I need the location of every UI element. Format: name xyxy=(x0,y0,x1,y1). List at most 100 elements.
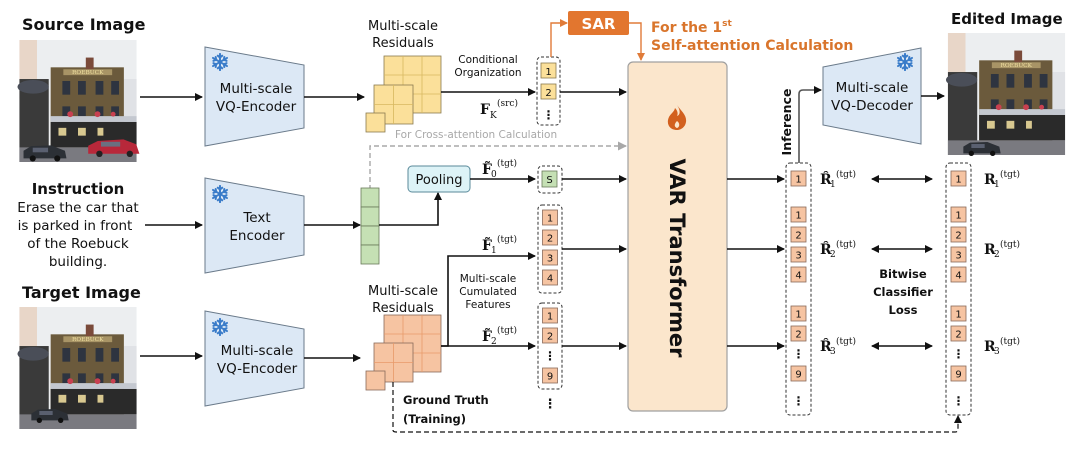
src-residuals-label: Residuals xyxy=(372,36,434,51)
token-ellipsis: ⋮ xyxy=(953,394,965,408)
feature-superscript: (tgt) xyxy=(497,325,517,336)
r-symbol: R xyxy=(984,242,996,258)
loss-line: Classifier xyxy=(873,285,933,299)
encoder-label: Multi-scale xyxy=(220,81,293,97)
token-label: 1 xyxy=(795,175,801,186)
token-label: 3 xyxy=(795,251,801,262)
arrow-sar-to-transformer xyxy=(629,22,645,61)
target-image xyxy=(17,307,137,429)
r-hat-symbol: R̂ xyxy=(820,170,832,188)
token-label: 3 xyxy=(955,251,961,262)
token-box xyxy=(542,327,558,344)
target-image-title: Target Image xyxy=(22,283,141,302)
tgt-residual-grids xyxy=(365,314,442,391)
token-label: 1 xyxy=(545,67,551,78)
fire-icon xyxy=(667,105,687,130)
source-vq-encoder: Multi-scale VQ-Encoder xyxy=(204,46,305,147)
token-box xyxy=(950,170,967,187)
token-label: 9 xyxy=(547,372,553,383)
token-label: 1 xyxy=(795,211,801,222)
feature-superscript: (src) xyxy=(497,98,518,109)
feature-symbol: F̃ xyxy=(482,236,492,254)
cross-attention-label: For Cross-attention Calculation xyxy=(395,129,557,141)
r-labels: R1(tgt)R2(tgt)R3(tgt) xyxy=(984,169,1020,357)
token-box xyxy=(950,226,967,243)
instruction-line: Erase the car that xyxy=(17,200,138,216)
feature-symbol: F̃ xyxy=(482,160,492,178)
token-label: 2 xyxy=(545,88,551,99)
loss-line: Bitwise xyxy=(879,267,927,281)
token-box xyxy=(950,266,967,283)
r-hat-superscript: (tgt) xyxy=(836,169,856,180)
ground-truth-label: Ground Truth xyxy=(403,393,489,407)
token-label: 4 xyxy=(795,271,801,282)
cross-attention-path xyxy=(369,141,627,198)
f1-tgt-label: F̃ 1 (tgt) xyxy=(482,234,517,256)
encoder-label: VQ-Encoder xyxy=(217,361,298,377)
token-box xyxy=(790,170,807,187)
cumulated-line: Features xyxy=(465,299,510,311)
token-label: 2 xyxy=(795,330,801,341)
src-residuals-label: Multi-scale xyxy=(368,19,438,34)
continuation-ellipsis: ⋮ xyxy=(544,397,557,412)
ground-truth-path xyxy=(392,382,962,433)
edited-image xyxy=(946,33,1066,156)
sar-note: For the 1st Self-attention Calculation xyxy=(651,19,853,54)
s-token-box xyxy=(541,170,558,188)
token-label: 2 xyxy=(955,231,961,242)
token-ellipsis: ⋮ xyxy=(543,108,555,122)
r-superscript: (tgt) xyxy=(1000,169,1020,180)
source-image-title: Source Image xyxy=(22,15,146,34)
loss-line: Loss xyxy=(889,303,918,317)
r-subscript: 2 xyxy=(994,250,1000,260)
r-superscript: (tgt) xyxy=(1000,239,1020,250)
conditional-organization-label: Conditional xyxy=(458,54,517,66)
token-box xyxy=(950,325,967,342)
r-hat-superscript: (tgt) xyxy=(836,239,856,250)
transformer-label: VAR Transformer xyxy=(665,159,689,359)
r-hat-labels: R̂1(tgt)R̂2(tgt)R̂3(tgt) xyxy=(820,169,856,357)
r-hat-subscript: 3 xyxy=(830,347,836,357)
token-box xyxy=(790,305,807,322)
token-box xyxy=(542,229,558,246)
r-hat-symbol: R̂ xyxy=(820,240,832,258)
inference-label: Inference xyxy=(779,89,794,156)
ground-truth-label: (Training) xyxy=(403,412,466,426)
tgt-residuals-label: Residuals xyxy=(372,301,434,316)
token-label: 2 xyxy=(547,234,553,245)
encoder-label: Multi-scale xyxy=(221,343,294,359)
token-ellipsis: ⋮ xyxy=(544,349,556,363)
token-label: 2 xyxy=(955,330,961,341)
inference-path xyxy=(798,86,822,163)
feature-subscript: K xyxy=(490,111,497,121)
cumulated-line: Cumulated xyxy=(459,286,516,298)
r-subscript: 3 xyxy=(994,347,1000,357)
sar-note-line2: Self-attention Calculation xyxy=(651,38,853,54)
encoder-label: VQ-Encoder xyxy=(216,99,297,115)
text-encoder: Text Encoder xyxy=(204,177,305,274)
token-box xyxy=(542,209,558,226)
decoder-label: VQ-Decoder xyxy=(831,98,913,114)
token-box xyxy=(542,307,558,324)
feature-superscript: (tgt) xyxy=(497,158,517,169)
token-box xyxy=(790,226,807,243)
src-residual-grids xyxy=(365,55,442,133)
sar-box xyxy=(568,11,629,35)
encoder-label: Encoder xyxy=(229,228,285,244)
token-box xyxy=(790,246,807,263)
vq-decoder: Multi-scale VQ-Decoder xyxy=(822,47,922,145)
token-box xyxy=(542,367,558,384)
arrow-tokens-to-sar xyxy=(550,19,568,57)
token-label: 4 xyxy=(955,271,961,282)
text-embedding xyxy=(360,187,380,265)
token-label: 9 xyxy=(795,370,801,381)
r-symbol: R xyxy=(984,339,996,355)
var-transformer xyxy=(627,61,728,412)
arrow-embedding-to-pooling xyxy=(379,192,442,226)
src-token-stack xyxy=(536,56,561,126)
token-box xyxy=(790,206,807,223)
